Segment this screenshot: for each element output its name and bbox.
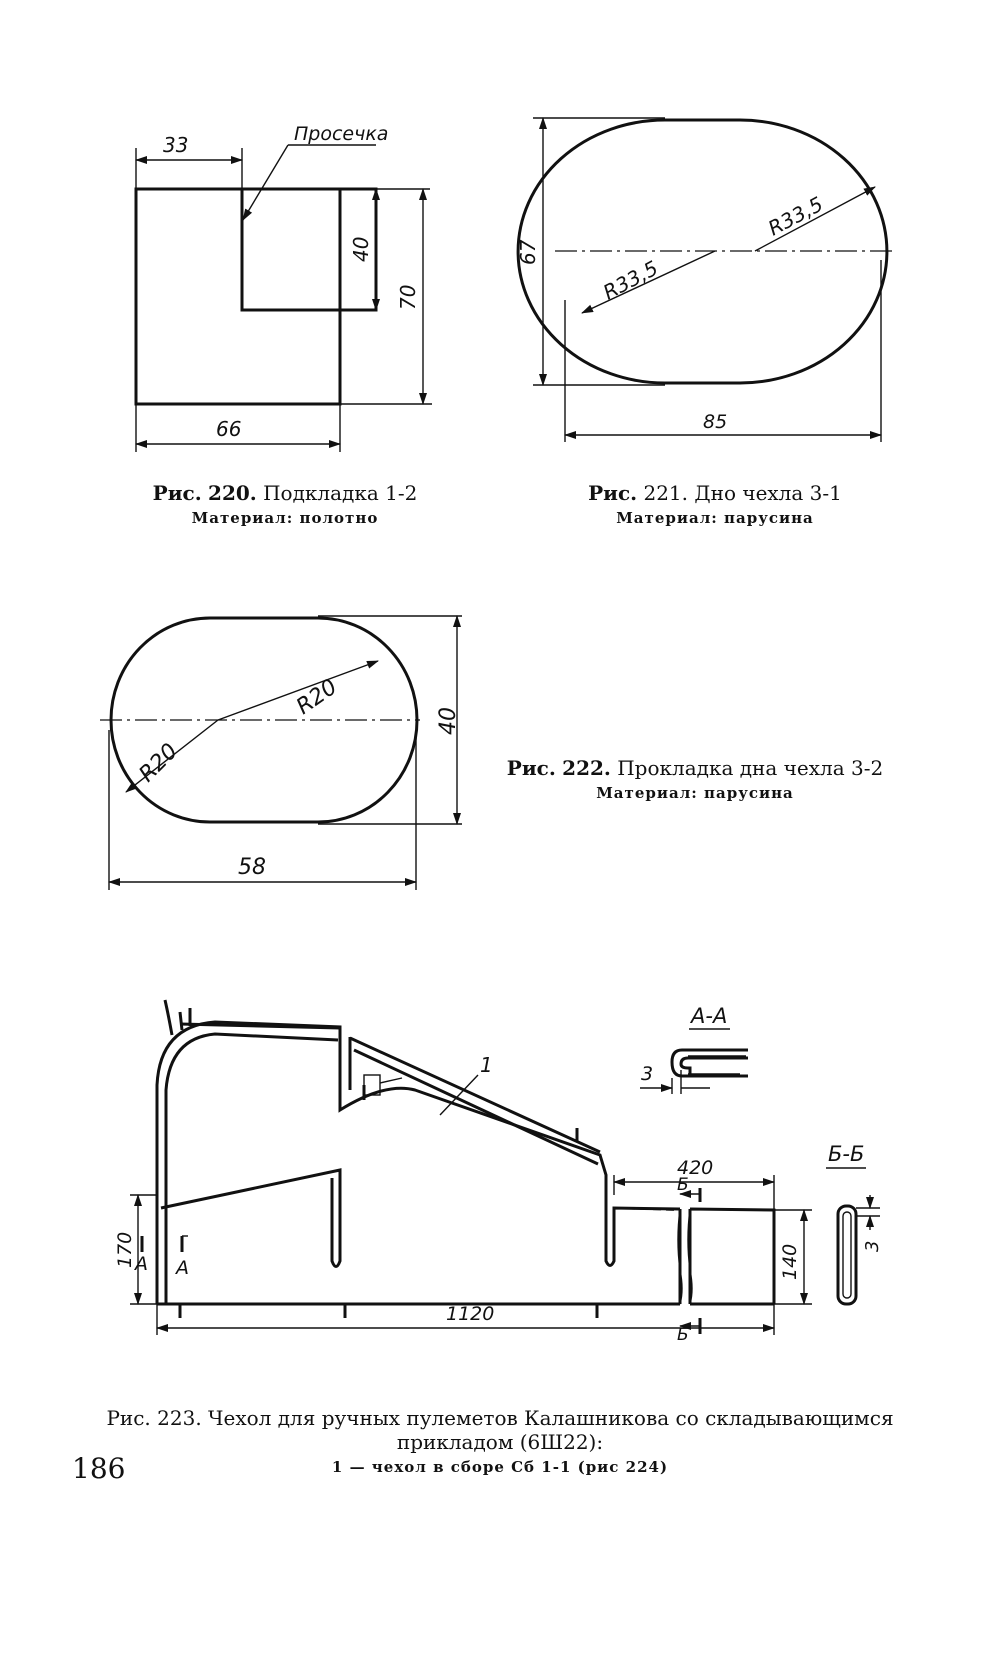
fig223-caption-line2: прикладом (6Ш22): [396, 1430, 604, 1454]
fig222-outline [109, 616, 419, 824]
fig223-drawing: 1 420 1120 170 140 А А Б Б [114, 999, 883, 1345]
fig222-material: Материал: парусина [596, 784, 794, 802]
fig223-cut-b2: Б [677, 1325, 689, 1345]
fig223-section-aa: А-А [689, 1004, 727, 1028]
fig221-dim-85: 85 [703, 411, 727, 433]
fig223-section-bb: Б-Б [828, 1142, 864, 1166]
fig220-dim-66: 66 [216, 417, 241, 441]
fig223-dim-3b: 3 [862, 1241, 883, 1252]
fig220-outline [134, 187, 378, 406]
fig220-dim-70: 70 [396, 285, 420, 310]
fig220-dim-33: 33 [163, 133, 188, 157]
fig221-outline [516, 118, 889, 385]
fig222-drawing: 40 58 R20 R20 [100, 615, 462, 890]
fig223-note: 1 — чехол в сборе Сб 1-1 (рис 224) [331, 1458, 669, 1476]
fig222-caption: Рис. 222. Прокладка дна чехла 3-2 Матери… [495, 756, 895, 802]
fig223-dim-420: 420 [677, 1157, 713, 1179]
fig221-caption: Рис. 221. Дно чехла 3-1 Материал: паруси… [535, 481, 895, 527]
fig222-caption-number: 222. [562, 756, 611, 780]
fig222-dim-40: 40 [436, 707, 461, 735]
fig222-radius-1: R20 [292, 675, 342, 720]
fig222-caption-prefix: Рис. [506, 756, 556, 780]
fig222-caption-text: Прокладка дна чехла 3-2 [617, 756, 884, 780]
fig221-caption-number: 221. [643, 481, 688, 505]
fig220-dim-40: 40 [349, 237, 373, 262]
fig223-cut-a2: А [174, 1257, 189, 1279]
fig220-caption-number: 220. [208, 481, 257, 505]
fig223-dim-140: 140 [779, 1244, 801, 1280]
fig221-caption-text: Дно чехла 3-1 [694, 481, 842, 505]
fig223-cut-b1: Б [677, 1175, 689, 1195]
fig223-caption: Рис. 223. Чехол для ручных пулеметов Кал… [60, 1406, 940, 1476]
fig220-drawing: 33 40 70 66 Просечка [134, 123, 432, 452]
fig221-radius-1: R33,5 [764, 192, 827, 241]
page-number: 186 [72, 1452, 126, 1485]
fig221-material: Материал: парусина [616, 509, 814, 527]
fig220-caption: Рис. 220. Подкладка 1-2 Материал: полотн… [120, 481, 450, 527]
fig220-material: Материал: полотно [191, 509, 379, 527]
fig221-radius-2: R33,5 [599, 256, 662, 305]
fig223-label-1: 1 [480, 1053, 493, 1077]
fig221-dim-67: 67 [516, 239, 540, 265]
fig220-label-cut: Просечка [294, 123, 388, 145]
fig220-caption-text: Подкладка 1-2 [263, 481, 418, 505]
fig223-dim-1120: 1120 [446, 1303, 494, 1325]
fig223-cut-a1: А [133, 1253, 148, 1275]
fig220-caption-prefix: Рис. [152, 481, 202, 505]
fig223-caption-line1: Рис. 223. Чехол для ручных пулеметов Кал… [106, 1406, 894, 1430]
fig221-drawing: 67 85 R33,5 R33,5 [516, 117, 892, 442]
fig221-caption-prefix: Рис. [588, 481, 638, 505]
fig223-hood-inner [163, 999, 339, 1304]
fig223-dim-3a: 3 [641, 1063, 653, 1085]
fig222-dim-58: 58 [238, 855, 266, 880]
fig223-dim-170: 170 [114, 1232, 136, 1268]
